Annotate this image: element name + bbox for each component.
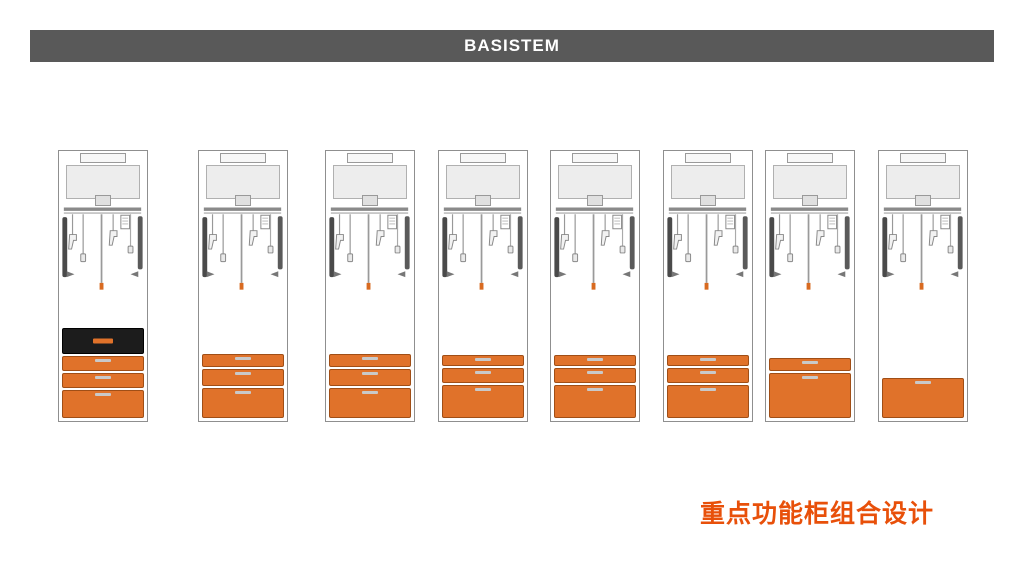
header-title: BASISTEM	[464, 36, 560, 55]
drawer-handle	[700, 388, 716, 391]
drawer-handle	[700, 371, 716, 374]
orange-drawer	[554, 368, 636, 383]
drawer-stack	[62, 328, 144, 418]
drawer-stack	[442, 355, 524, 418]
drawer-handle	[802, 376, 818, 379]
hanging-tools-illustration	[666, 206, 749, 291]
orange-drawer	[62, 356, 144, 371]
cabinet-top-panel	[558, 165, 632, 206]
cabinet-top-panel	[886, 165, 960, 206]
hanging-tools-illustration	[881, 206, 964, 291]
orange-drawer	[667, 355, 749, 366]
cabinet-top-vent	[220, 153, 266, 163]
cabinet-panel-connector	[235, 195, 251, 206]
orange-drawer	[329, 388, 411, 418]
drawer-handle	[95, 376, 111, 379]
cabinet-top-vent	[685, 153, 731, 163]
drawer-handle	[587, 371, 603, 374]
orange-drawer	[554, 355, 636, 366]
cabinet-top-panel	[66, 165, 140, 206]
drawer-handle	[362, 391, 378, 394]
orange-drawer	[769, 373, 851, 418]
cabinet-2	[198, 150, 288, 422]
cabinet-top-vent	[572, 153, 618, 163]
cabinet-panel-connector	[587, 195, 603, 206]
cabinet-panel-connector	[475, 195, 491, 206]
drawer-handle	[95, 393, 111, 396]
cabinet-panel-connector	[95, 195, 111, 206]
orange-drawer	[882, 378, 964, 418]
orange-drawer	[62, 373, 144, 388]
drawer-stack	[554, 355, 636, 418]
hanging-tools-illustration	[201, 206, 284, 291]
orange-drawer	[667, 368, 749, 383]
orange-drawer	[769, 358, 851, 371]
orange-drawer	[554, 385, 636, 418]
hanging-tools-illustration	[553, 206, 636, 291]
dark-drawer	[62, 328, 144, 354]
drawer-handle	[700, 358, 716, 361]
cabinet-6	[663, 150, 753, 422]
orange-drawer	[442, 385, 524, 418]
drawer-handle	[587, 388, 603, 391]
cabinet-panel-connector	[915, 195, 931, 206]
orange-drawer	[202, 354, 284, 367]
cabinet-top-vent	[787, 153, 833, 163]
drawer-handle	[235, 372, 251, 375]
cabinet-7	[765, 150, 855, 422]
orange-drawer	[202, 388, 284, 418]
drawer-handle	[475, 388, 491, 391]
orange-drawer	[62, 390, 144, 418]
hanging-tools-illustration	[768, 206, 851, 291]
drawer-handle	[235, 391, 251, 394]
drawer-stack	[667, 355, 749, 418]
drawer-handle	[475, 371, 491, 374]
cabinet-top-panel	[206, 165, 280, 206]
drawer-handle	[235, 357, 251, 360]
cabinet-5	[550, 150, 640, 422]
drawer-handle	[362, 372, 378, 375]
cabinet-top-vent	[900, 153, 946, 163]
drawer-stack	[769, 358, 851, 418]
cabinet-panel-connector	[362, 195, 378, 206]
cabinet-panel-connector	[802, 195, 818, 206]
drawer-stack	[329, 354, 411, 418]
cabinet-1	[58, 150, 148, 422]
cabinet-top-vent	[80, 153, 126, 163]
hanging-tools-illustration	[328, 206, 411, 291]
orange-drawer	[442, 355, 524, 366]
cabinet-8	[878, 150, 968, 422]
hanging-tools-illustration	[441, 206, 524, 291]
drawer-stack	[202, 354, 284, 418]
cabinet-top-panel	[773, 165, 847, 206]
cabinet-panel-connector	[700, 195, 716, 206]
cabinet-top-vent	[460, 153, 506, 163]
drawer-handle	[587, 358, 603, 361]
orange-drawer	[329, 354, 411, 367]
drawer-handle	[475, 358, 491, 361]
drawer-handle	[95, 359, 111, 362]
cabinet-top-panel	[333, 165, 407, 206]
drawer-handle	[362, 357, 378, 360]
drawer-handle	[915, 381, 931, 384]
cabinet-top-vent	[347, 153, 393, 163]
orange-drawer	[442, 368, 524, 383]
cabinet-3	[325, 150, 415, 422]
slide-header-bar: BASISTEM	[30, 30, 994, 62]
orange-drawer	[329, 369, 411, 386]
orange-drawer	[202, 369, 284, 386]
cabinet-4	[438, 150, 528, 422]
cabinet-top-panel	[671, 165, 745, 206]
cabinet-top-panel	[446, 165, 520, 206]
drawer-stack	[882, 378, 964, 418]
slide-caption: 重点功能柜组合设计	[700, 500, 935, 528]
orange-drawer	[667, 385, 749, 418]
drawer-handle	[93, 338, 113, 344]
drawer-handle	[802, 361, 818, 364]
